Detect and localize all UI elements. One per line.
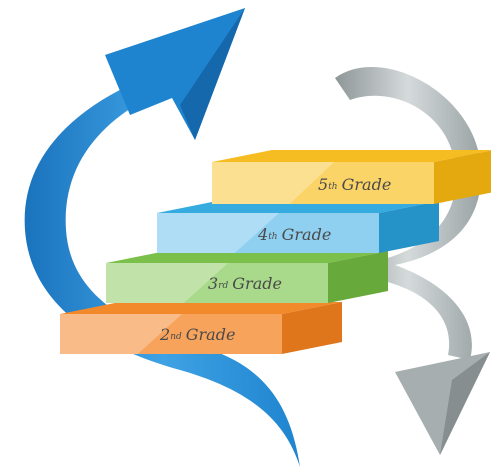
step-word: Grade <box>232 274 282 293</box>
step-top-face <box>212 150 491 162</box>
step-front-face <box>157 213 379 253</box>
step-side-face <box>282 302 342 354</box>
gray-arrow-head-shade <box>440 352 490 455</box>
step-top-face <box>60 302 342 314</box>
step-side-face <box>328 251 388 303</box>
blue-arrow-head-shade <box>180 8 245 140</box>
step-3: 3rd Grade <box>106 251 388 303</box>
step-sheen <box>106 263 229 303</box>
step-suffix: th <box>328 182 337 192</box>
step-label: 5th Grade <box>318 175 391 194</box>
step-number: 5 <box>318 175 328 194</box>
gray-arrow <box>335 66 490 455</box>
step-5: 5th Grade <box>212 150 491 204</box>
step-suffix: th <box>268 232 277 242</box>
step-4: 4th Grade <box>157 201 439 253</box>
step-number: 2 <box>159 325 170 344</box>
step-label: 4th Grade <box>257 225 331 244</box>
blue-arrow <box>24 8 300 467</box>
step-front-face <box>212 162 434 204</box>
step-number: 4 <box>257 225 268 244</box>
step-word: Grade <box>186 325 236 344</box>
step-side-face <box>379 201 439 253</box>
step-front-face <box>60 314 282 354</box>
step-label: 3rd Grade <box>208 274 282 293</box>
step-sheen <box>60 314 183 354</box>
step-sheen <box>212 162 335 204</box>
blue-arrow-ribbon <box>24 78 300 467</box>
step-number: 3 <box>208 274 218 293</box>
step-suffix: nd <box>170 332 182 342</box>
step-suffix: rd <box>218 281 228 291</box>
blue-arrow-head <box>105 8 245 140</box>
step-sheen <box>157 213 280 253</box>
step-side-face <box>434 150 491 204</box>
step-2: 2nd Grade <box>60 302 342 354</box>
step-top-face <box>106 251 388 263</box>
step-word: Grade <box>282 225 332 244</box>
step-front-face <box>106 263 328 303</box>
step-word: Grade <box>342 175 392 194</box>
gray-arrow-ribbon <box>335 66 481 360</box>
step-label: 2nd Grade <box>159 325 235 344</box>
